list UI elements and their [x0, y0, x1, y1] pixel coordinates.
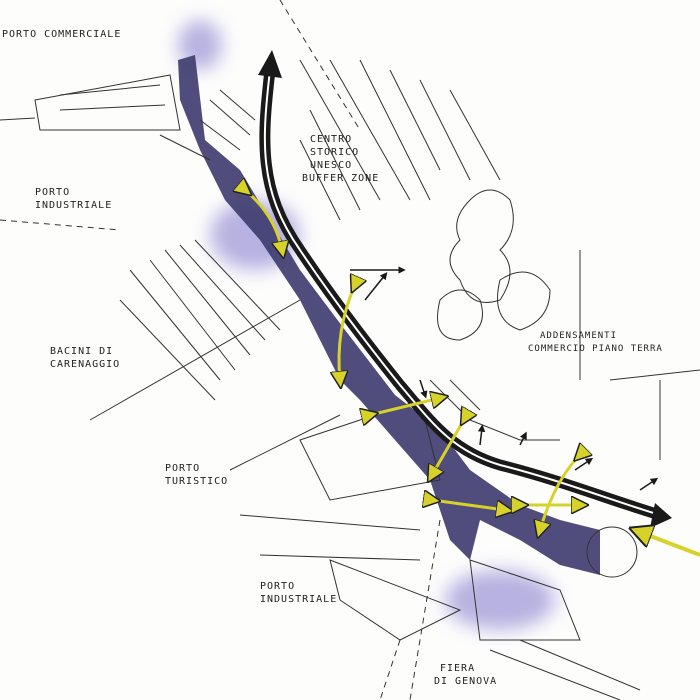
label-line: carenaggio	[50, 359, 121, 370]
label-line: di Genova	[434, 676, 498, 687]
label-line: buffer zone	[302, 173, 380, 184]
route-arrowhead-east	[650, 503, 672, 528]
label-line: Porto	[35, 187, 71, 198]
label-bacini-carenaggio: Bacini di carenaggio	[50, 345, 120, 371]
label-line: turistico	[165, 476, 229, 487]
label-porto-commerciale: Porto commerciale	[2, 29, 122, 40]
label-line: industriale	[35, 200, 113, 211]
label-porto-industriale-south: Porto industriale	[260, 580, 337, 606]
label-porto-industriale-north: Porto industriale	[35, 186, 112, 212]
label-line: Porto	[165, 463, 201, 474]
label-centro-storico: Centro storico Unesco buffer zone	[302, 133, 379, 185]
label-line: industriale	[260, 594, 338, 605]
label-line: commercio piano terra	[528, 344, 663, 354]
label-line: Centro	[310, 134, 353, 145]
label-porto-turistico: Porto turistico	[165, 462, 228, 488]
label-fiera-genova: Fiera di Genova	[434, 662, 497, 688]
label-line: Fiera	[440, 663, 476, 674]
label-line: Bacini di	[50, 346, 114, 357]
route-arrowhead-north	[258, 50, 282, 78]
connection-line-east	[640, 532, 700, 557]
connection-arrows	[245, 190, 580, 530]
label-addensamenti: Addensamenti commercio piano terra	[528, 330, 663, 356]
label-line: Unesco	[310, 160, 353, 171]
label-line: Addensamenti	[540, 331, 618, 341]
waterfront-band	[178, 55, 600, 575]
label-line: storico	[310, 147, 360, 158]
label-line: Porto	[260, 581, 296, 592]
water-wash	[178, 20, 555, 630]
